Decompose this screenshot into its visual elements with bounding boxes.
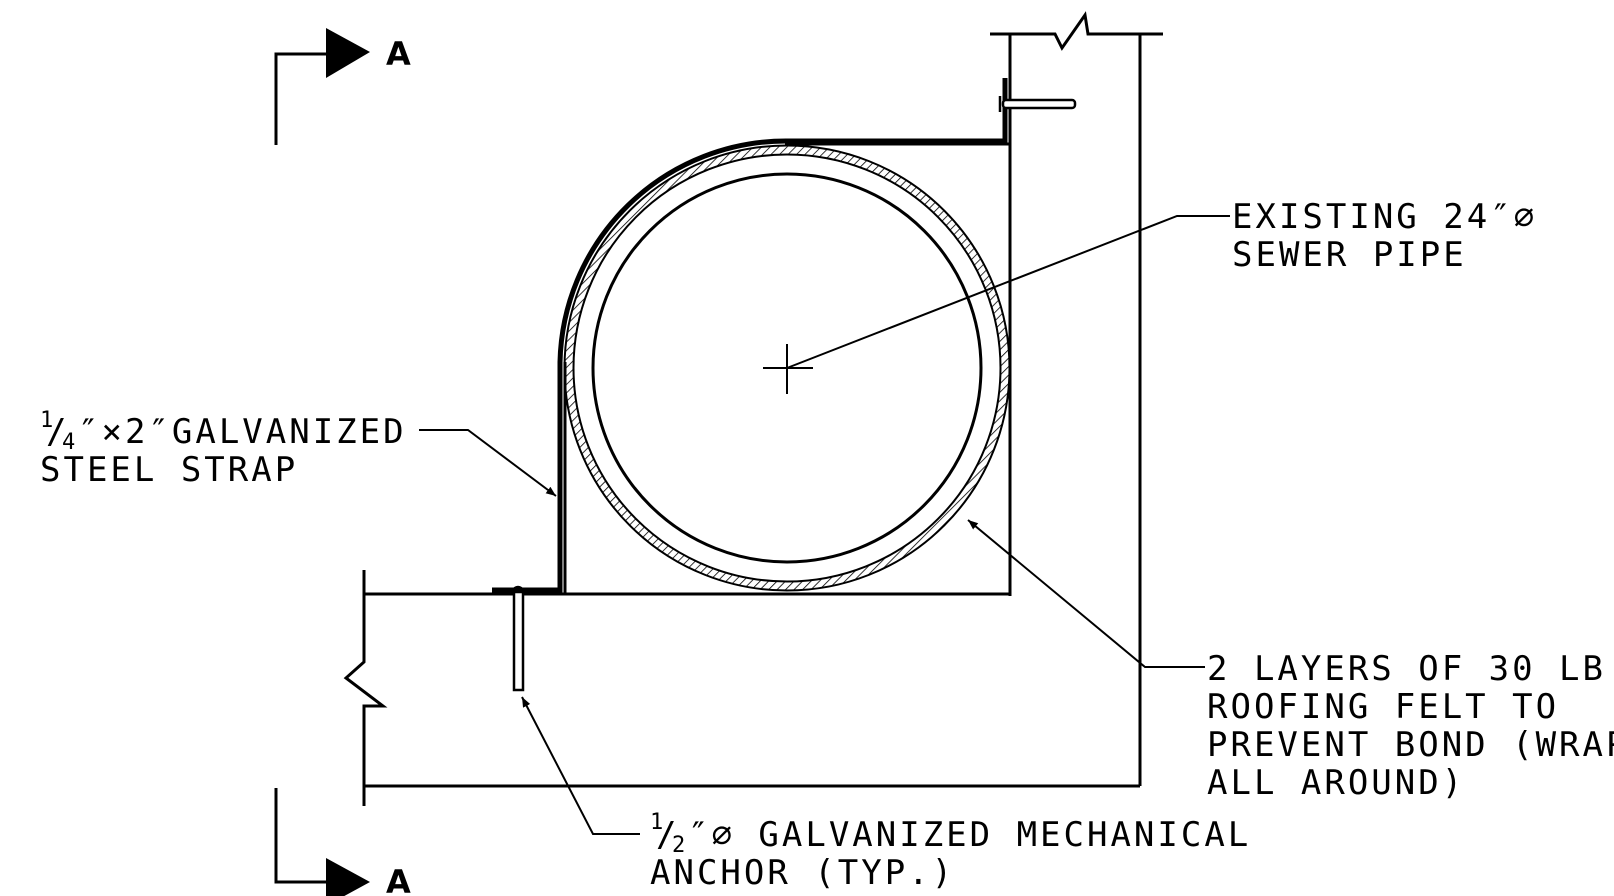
label-strap-denominator: 4 — [62, 430, 75, 455]
label-anchor-numerator: 1 — [650, 810, 663, 835]
label-strap-line2: STEEL STRAP — [40, 450, 298, 490]
strap-bolt-top — [998, 96, 1077, 112]
leader-anchor — [521, 696, 640, 835]
label-anchor-slash: / — [656, 815, 679, 855]
label-felt-line3: PREVENT BOND (WRAP — [1207, 725, 1614, 765]
label-anchor-denominator: 2 — [672, 833, 685, 858]
sewer-pipe — [563, 144, 1011, 592]
section-mark-bottom: A — [274, 788, 411, 896]
label-pipe-line2: SEWER PIPE — [1232, 235, 1467, 275]
label-anchor: 1 / 2 ″⌀ GALVANIZED MECHANICAL ANCHOR (T… — [650, 810, 1251, 893]
leader-felt — [967, 519, 1205, 668]
concrete-wall — [990, 11, 1163, 786]
section-letter-top: A — [386, 35, 411, 73]
mechanical-anchor — [508, 585, 528, 692]
label-anchor-line1: ″⌀ GALVANIZED MECHANICAL — [688, 815, 1251, 855]
label-strap-line1: ″×2″GALVANIZED — [78, 412, 407, 452]
steel-strap — [492, 78, 1008, 593]
label-felt: 2 LAYERS OF 30 LB ROOFING FELT TO PREVEN… — [1207, 649, 1614, 803]
section-letter-bottom: A — [386, 863, 411, 896]
label-felt-line2: ROOFING FELT TO — [1207, 687, 1559, 727]
label-strap: 1 / 4 ″×2″GALVANIZED STEEL STRAP — [40, 408, 407, 490]
label-felt-line4: ALL AROUND) — [1207, 763, 1465, 803]
concrete-slab — [343, 570, 1140, 806]
label-strap-numerator: 1 — [40, 408, 53, 433]
label-felt-line1: 2 LAYERS OF 30 LB — [1207, 649, 1606, 689]
label-anchor-line2: ANCHOR (TYP.) — [650, 853, 955, 893]
pipe-centerline-mark — [763, 344, 813, 394]
label-strap-slash: / — [46, 412, 69, 452]
encasement-outline — [563, 142, 1010, 594]
section-mark-top: A — [274, 28, 411, 145]
label-pipe: EXISTING 24″⌀ SEWER PIPE — [1232, 197, 1537, 275]
leader-strap — [419, 429, 557, 497]
leader-pipe — [786, 215, 1230, 369]
label-pipe-line1: EXISTING 24″⌀ — [1232, 197, 1537, 237]
